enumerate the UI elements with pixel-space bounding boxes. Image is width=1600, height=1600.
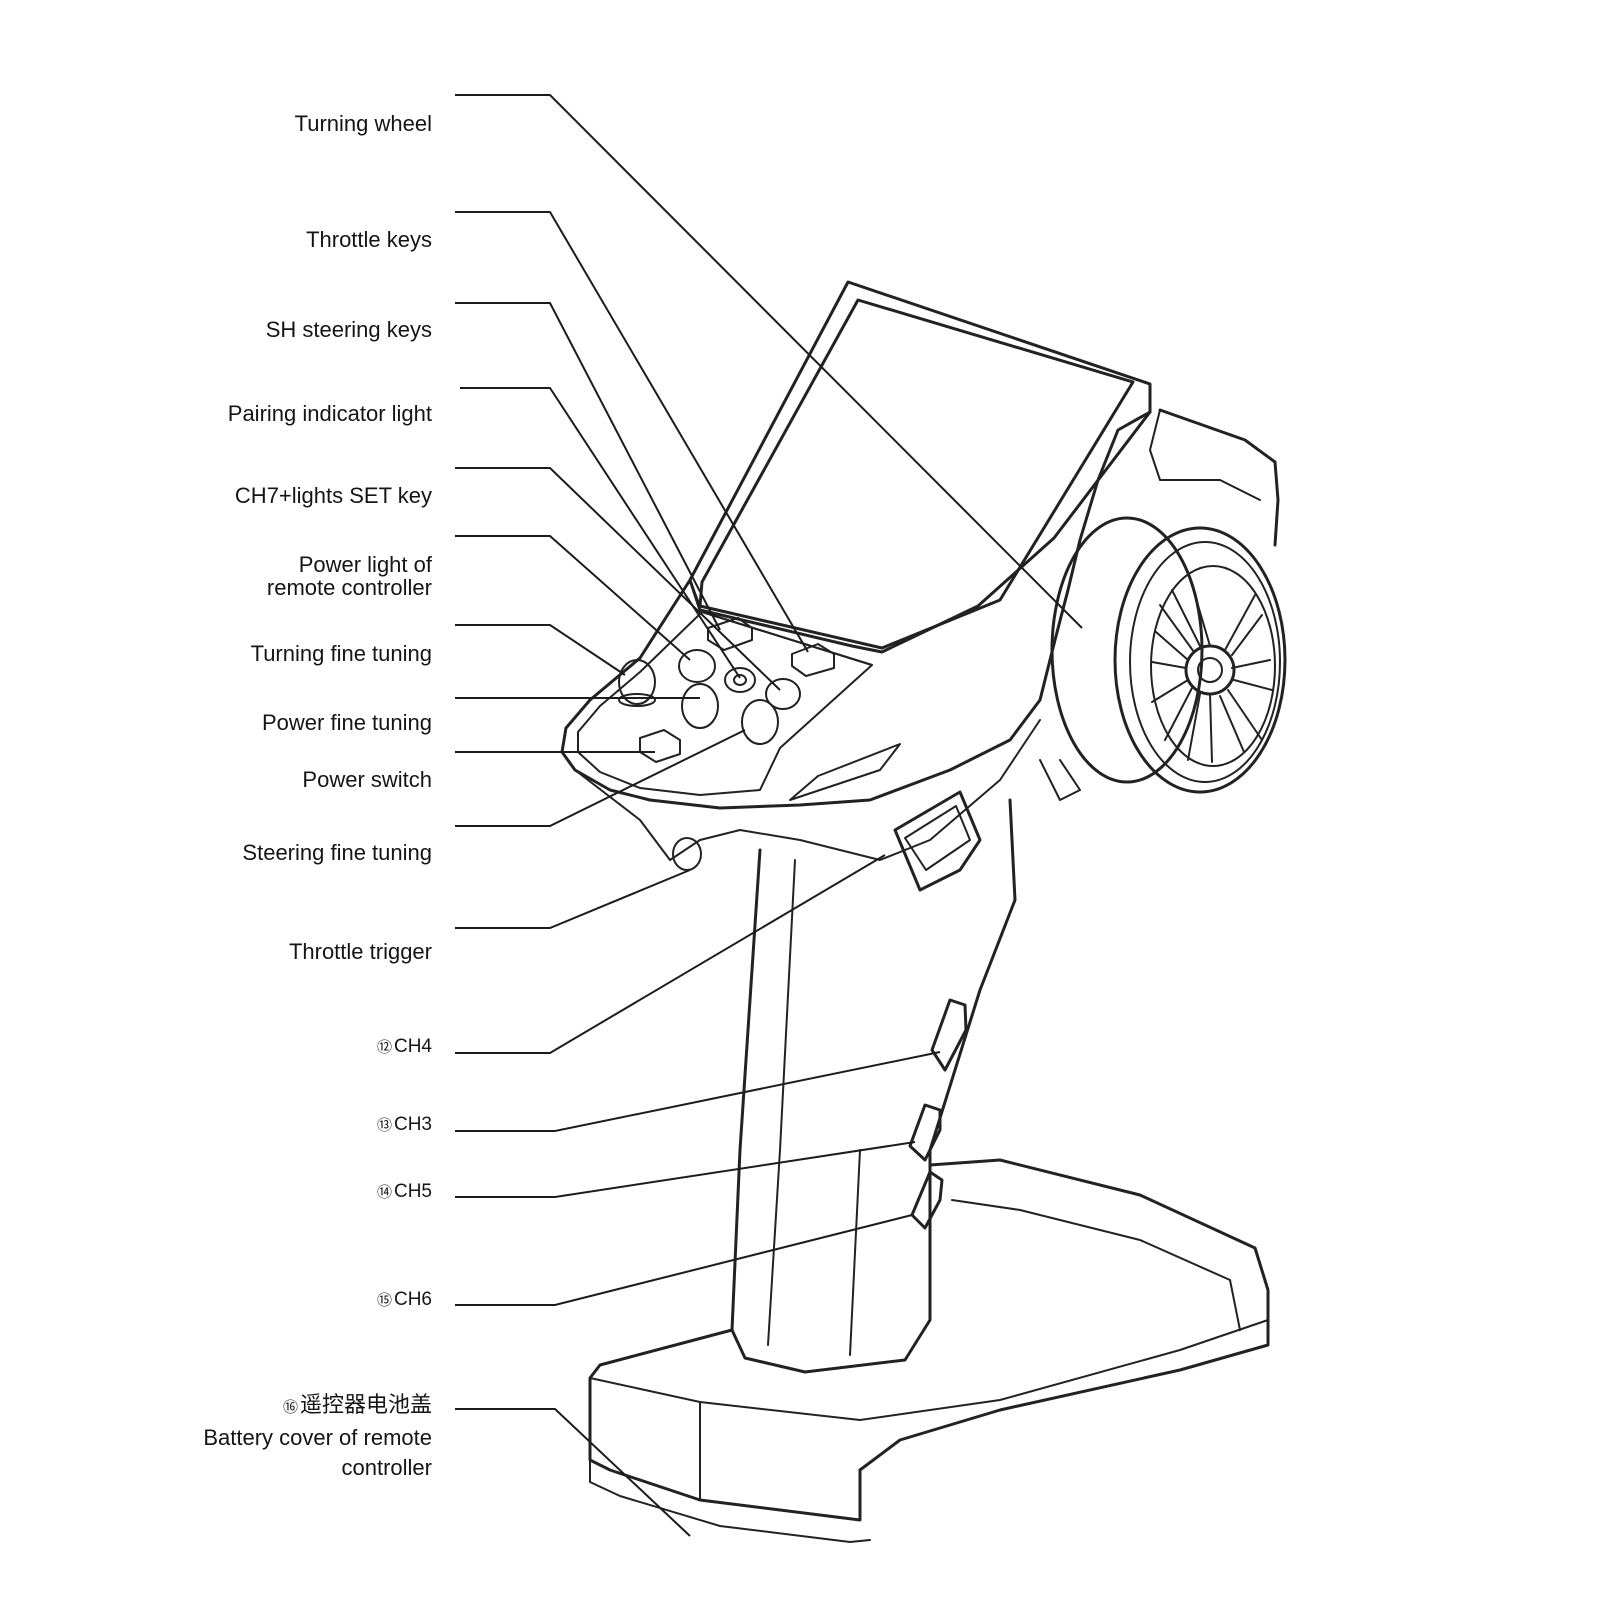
- base: [588, 1158, 1270, 1543]
- label-throttle-keys: Throttle keys: [306, 227, 432, 252]
- label-ch6-text: CH6: [393, 1289, 432, 1310]
- label-ch3-number: ⑬: [376, 1117, 392, 1134]
- leader-throttle-trigger: [455, 869, 691, 929]
- label-turning-wheel: Turning wheel: [294, 111, 432, 136]
- leader-turning-fine-tuning: [455, 624, 626, 676]
- leader-turning-wheel: [455, 94, 1083, 629]
- leader-power-light: [455, 535, 691, 661]
- leader-ch5: [455, 1141, 916, 1198]
- label-power-light-line1: Power light of: [298, 552, 432, 577]
- label-battery-cover: ⑯遥控器电池盖 Battery cover of remote controll…: [203, 1393, 432, 1479]
- label-throttle-trigger: Throttle trigger: [288, 939, 432, 964]
- leader-pairing-light: [460, 387, 741, 679]
- leader-lines: [455, 94, 1083, 1537]
- label-ch4-text: CH4: [393, 1036, 432, 1057]
- label-power-fine-tuning: Power fine tuning: [262, 710, 432, 735]
- label-ch4-number: ⑫: [376, 1039, 392, 1056]
- label-power-light-line2: remote controller: [266, 575, 432, 600]
- label-battery-cover-number: ⑯: [282, 1399, 298, 1416]
- leader-battery-cover: [455, 1408, 691, 1537]
- label-ch6-number: ⑮: [376, 1292, 392, 1309]
- label-turning-fine-tuning: Turning fine tuning: [250, 641, 432, 666]
- grip: [730, 790, 1017, 1374]
- label-ch3-text: CH3: [393, 1114, 432, 1135]
- leader-ch3: [455, 1051, 941, 1132]
- label-ch5-text: CH5: [393, 1181, 432, 1202]
- lcd-screen: [688, 280, 1152, 654]
- leader-ch4: [455, 854, 886, 1054]
- label-steering-fine-tuning: Steering fine tuning: [242, 840, 432, 865]
- label-pairing-indicator-light: Pairing indicator light: [227, 401, 432, 426]
- label-battery-cover-line2: controller: [341, 1455, 432, 1480]
- leader-ch7-set-key: [455, 467, 781, 691]
- label-battery-cover-line1: Battery cover of remote: [203, 1425, 432, 1450]
- leader-ch6: [455, 1214, 913, 1306]
- leader-throttle-keys: [455, 211, 809, 653]
- label-battery-cover-chinese: 遥控器电池盖: [299, 1393, 432, 1418]
- label-power-switch: Power switch: [302, 767, 432, 792]
- leader-sh-steering-keys: [455, 302, 721, 631]
- label-ch7-lights-set-key: CH7+lights SET key: [234, 483, 432, 508]
- label-power-light: Power light of remote controller: [267, 553, 432, 599]
- controller-illustration: [560, 280, 1287, 1543]
- label-sh-steering-keys: SH steering keys: [265, 317, 432, 342]
- label-battery-cover-zh: ⑯遥控器电池盖: [203, 1393, 432, 1419]
- steering-wheel: [1039, 408, 1287, 801]
- label-ch5-number: ⑭: [376, 1184, 392, 1201]
- leader-steering-fine-tuning: [455, 729, 746, 827]
